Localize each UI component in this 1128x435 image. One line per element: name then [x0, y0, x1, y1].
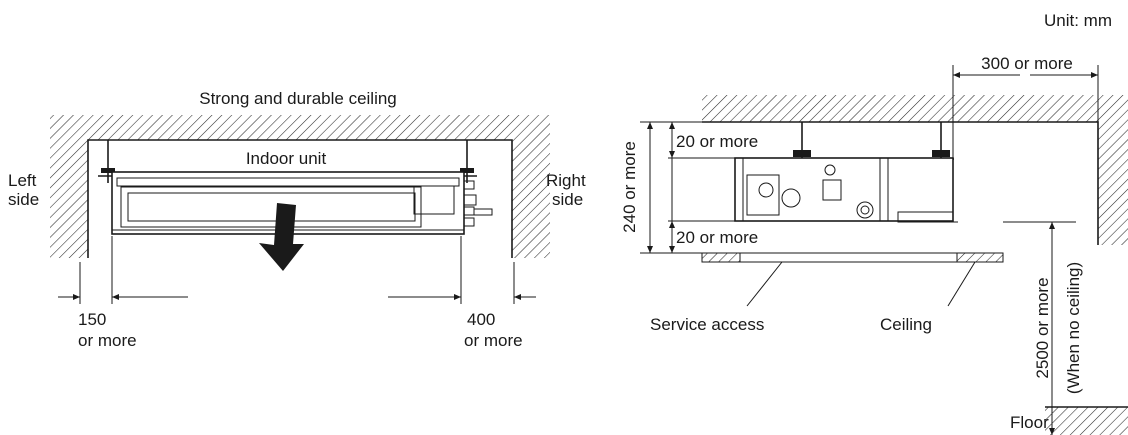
left-clearance-dimension	[58, 236, 188, 304]
service-access-label: Service access	[650, 315, 764, 334]
right-clearance-dimension	[388, 236, 536, 304]
total-height-label: 240 or more	[620, 141, 639, 233]
left-clearance-note: or more	[78, 331, 137, 350]
top-clearance-label: 20 or more	[676, 132, 758, 151]
floor-hatch	[1045, 406, 1128, 435]
left-side-label-2: side	[8, 190, 39, 209]
floor-height-label: 2500 or more	[1033, 277, 1052, 378]
right-side-label-1: Right	[546, 171, 586, 190]
floor-label: Floor	[1010, 413, 1049, 432]
bottom-clearance-label: 20 or more	[676, 228, 758, 247]
left-side-label-1: Left	[8, 171, 37, 190]
right-clearance-value: 400	[467, 310, 495, 329]
right-side-label-2: side	[552, 190, 583, 209]
leader-lines	[746, 261, 976, 307]
indoor-unit-front	[111, 171, 493, 235]
indoor-unit-side	[734, 157, 958, 223]
side-clearance-dimension	[952, 65, 1099, 158]
ceiling-wall-hatch	[50, 115, 550, 258]
right-clearance-note: or more	[464, 331, 523, 350]
height-dimensions	[640, 121, 800, 254]
front-view: Strong and durable ceiling Indoor unit	[8, 89, 586, 350]
unit-label: Unit: mm	[1044, 11, 1112, 30]
ceiling-label-side: Ceiling	[880, 315, 932, 334]
false-ceiling	[701, 252, 1004, 263]
side-clearance-label: 300 or more	[981, 54, 1073, 73]
left-clearance-value: 150	[78, 310, 106, 329]
floor-height-note: (When no ceiling)	[1064, 262, 1083, 394]
side-hanging-bolts	[789, 122, 954, 162]
airflow-arrow	[259, 203, 304, 271]
side-view: 300 or more 20 or more 20 or more 240 or…	[620, 54, 1128, 435]
ceiling-label: Strong and durable ceiling	[199, 89, 397, 108]
indoor-unit-label: Indoor unit	[246, 149, 327, 168]
